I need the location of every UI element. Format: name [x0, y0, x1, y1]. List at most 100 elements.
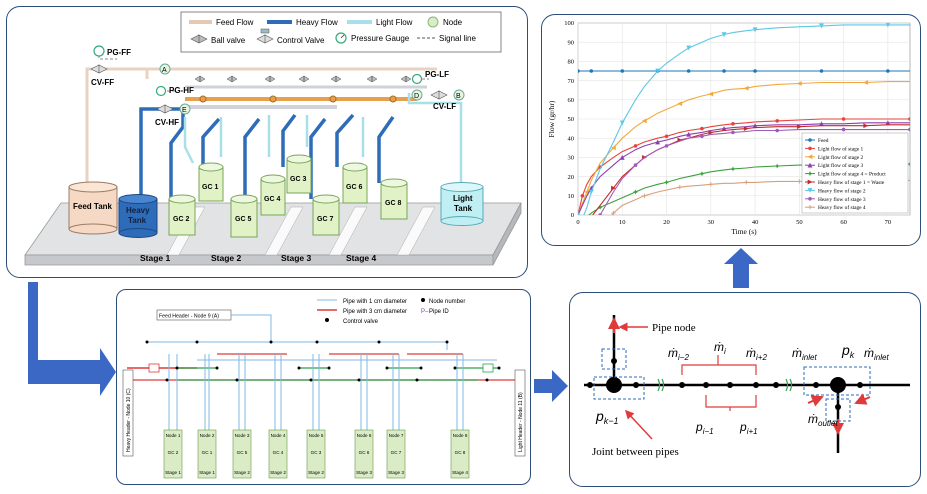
y-tick-label: 50 — [568, 116, 575, 123]
control-valve-legend-2: Control valve — [343, 319, 379, 325]
svg-text:ṁoutlet: ṁoutlet — [808, 412, 838, 428]
legend-entry: Heavy flow of stage 1 = Waste — [818, 179, 885, 186]
series-7-point — [721, 32, 727, 38]
gc-box-label: Stage 1 — [199, 470, 215, 475]
gc-3-label: GC 3 — [290, 176, 306, 183]
series-3-point — [743, 85, 749, 91]
series-7-point — [619, 120, 625, 126]
series-9-point — [611, 210, 616, 215]
x-tick-label: 60 — [840, 219, 847, 226]
network-diagram-panel: Pipe with 1 cm diameter Pipe with 3 cm d… — [116, 289, 531, 485]
arrow-up-icon — [724, 248, 758, 288]
pipe3-legend: Pipe with 3 cm diameter — [343, 309, 407, 315]
network-diagram: Pipe with 1 cm diameter Pipe with 3 cm d… — [122, 298, 526, 479]
gc-box-label: Stage 1 — [165, 470, 181, 475]
network-legend: Pipe with 1 cm diameter Pipe with 3 cm d… — [317, 298, 465, 325]
svg-text:ṁi: ṁi — [714, 340, 726, 356]
control-valve-icon — [256, 34, 274, 44]
light-piping — [183, 93, 463, 187]
gc-6-column: GC 6 — [342, 162, 368, 204]
joints — [679, 382, 779, 388]
gc-box — [197, 429, 217, 479]
node-b-label: B — [456, 93, 461, 100]
y-tick-label: 60 — [568, 97, 575, 104]
gc-box — [306, 429, 326, 479]
node-e-icon — [179, 103, 191, 115]
svg-text:ṁi+2: ṁi+2 — [746, 346, 767, 362]
gc-2-label: GC 2 — [173, 216, 189, 223]
series-3-point — [641, 118, 647, 124]
series-6-point — [611, 185, 616, 191]
node-a-icon — [159, 63, 171, 75]
series-9-point — [642, 193, 647, 198]
heavy-flow-legend: Heavy Flow — [296, 18, 338, 27]
control-valve-legend: Control Valve — [277, 36, 325, 45]
series-8-point — [841, 127, 846, 132]
svg-text:ṁinlet: ṁinlet — [792, 346, 817, 362]
gc-1-column: GC 1 — [198, 162, 224, 202]
series-7-point — [588, 189, 594, 195]
light-tank-label-2: Tank — [454, 204, 473, 213]
cv-lf-label: CV-LF — [433, 102, 456, 111]
series-3-point — [708, 91, 714, 97]
chart-y-axis-label: Flow (gr/hr) — [547, 100, 556, 137]
heavy-tank-label-2: Tank — [128, 216, 147, 225]
gc-box-label: Node 5 — [309, 433, 324, 438]
node-a-label: A — [162, 67, 167, 74]
series-7-point — [686, 45, 692, 51]
legend-marker — [808, 146, 812, 151]
series-6-point — [708, 129, 714, 135]
light-tank-label-1: Light — [453, 194, 473, 203]
y-tick-label: 40 — [568, 135, 575, 142]
series-6-point — [863, 123, 869, 129]
svg-text:ṁi−2: ṁi−2 — [668, 346, 689, 362]
legend-marker — [808, 197, 812, 201]
cv-lf-valve-icon — [430, 90, 448, 100]
series-9-point — [677, 184, 683, 190]
series-8-point — [775, 128, 779, 133]
heavy-tank-label-1: Heavy — [126, 206, 150, 215]
svg-text:pi−1: pi−1 — [695, 420, 714, 436]
series-line-8 — [578, 129, 910, 215]
arrow-right-icon — [534, 370, 568, 402]
legend-marker — [807, 205, 813, 210]
gc-box-label: GC 3 — [311, 450, 322, 455]
light-tank: Light Tank — [440, 182, 484, 226]
feed-tank-label: Feed Tank — [73, 202, 113, 211]
gc-box-label: GC 4 — [273, 450, 284, 455]
series-8-point — [598, 213, 602, 215]
series-1-point — [686, 69, 691, 73]
gc-8-column: GC 8 — [380, 178, 408, 220]
series-2-point — [731, 122, 735, 126]
gc-box-label: Stage 4 — [452, 470, 468, 475]
light-control-valve-icon — [482, 363, 494, 373]
gc-box-label: Stage 2 — [234, 470, 250, 475]
series-7-point — [578, 212, 581, 215]
series-5-point — [774, 163, 780, 169]
y-tick-label: 80 — [568, 59, 575, 66]
pg-ff-label: PG-FF — [107, 48, 131, 57]
series-1-point — [589, 69, 594, 73]
node-number-legend: Node number — [429, 299, 465, 305]
series-5-point — [632, 189, 639, 195]
series-4-point — [655, 139, 661, 145]
series-2-point — [775, 119, 779, 123]
gc-box-label: GC 7 — [391, 450, 402, 455]
gc-box-label: GC 1 — [202, 450, 213, 455]
series-2-point — [633, 144, 638, 148]
svg-text:pi+1: pi+1 — [739, 420, 758, 436]
stage-4-label: Stage 4 — [346, 253, 377, 263]
y-tick-label: 20 — [568, 174, 575, 181]
series-1-point — [886, 69, 890, 73]
ball-valve-icon — [190, 34, 208, 44]
gc-box — [163, 429, 183, 479]
heavy-header-label: Heavy Header - Node 10 (C) — [126, 388, 132, 452]
legend-marker — [807, 162, 813, 168]
cv-hf-valve-icon — [156, 104, 174, 114]
stage-3-label: Stage 3 — [281, 253, 312, 263]
series-3-point — [610, 145, 616, 151]
node-d-icon — [411, 89, 423, 101]
